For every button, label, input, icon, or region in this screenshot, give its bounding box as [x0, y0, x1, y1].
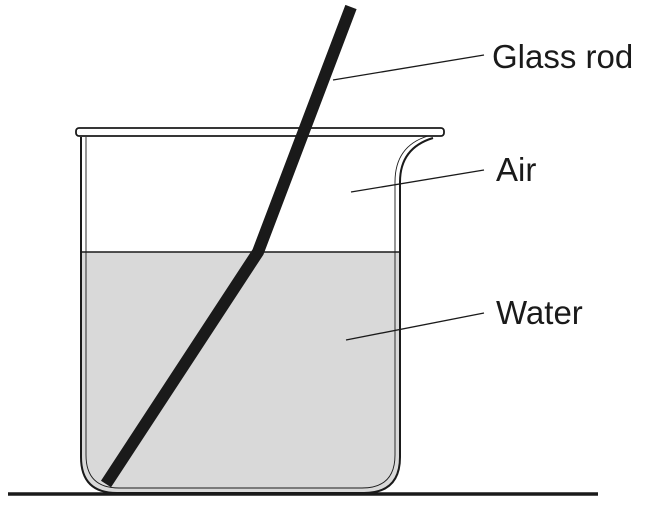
- beaker-outline: [80, 137, 434, 494]
- leader-line-glass-rod: [332, 54, 485, 81]
- leader-line-water: [345, 312, 485, 341]
- glass-rod: [100, 4, 357, 488]
- beaker-inner-wall: [85, 135, 429, 489]
- beaker-rim: [75, 127, 445, 137]
- water-region: [81, 252, 400, 493]
- label-glass-rod: Glass rod: [492, 38, 633, 75]
- leader-line-air: [350, 169, 485, 193]
- label-water: Water: [496, 294, 583, 331]
- label-air: Air: [496, 151, 536, 188]
